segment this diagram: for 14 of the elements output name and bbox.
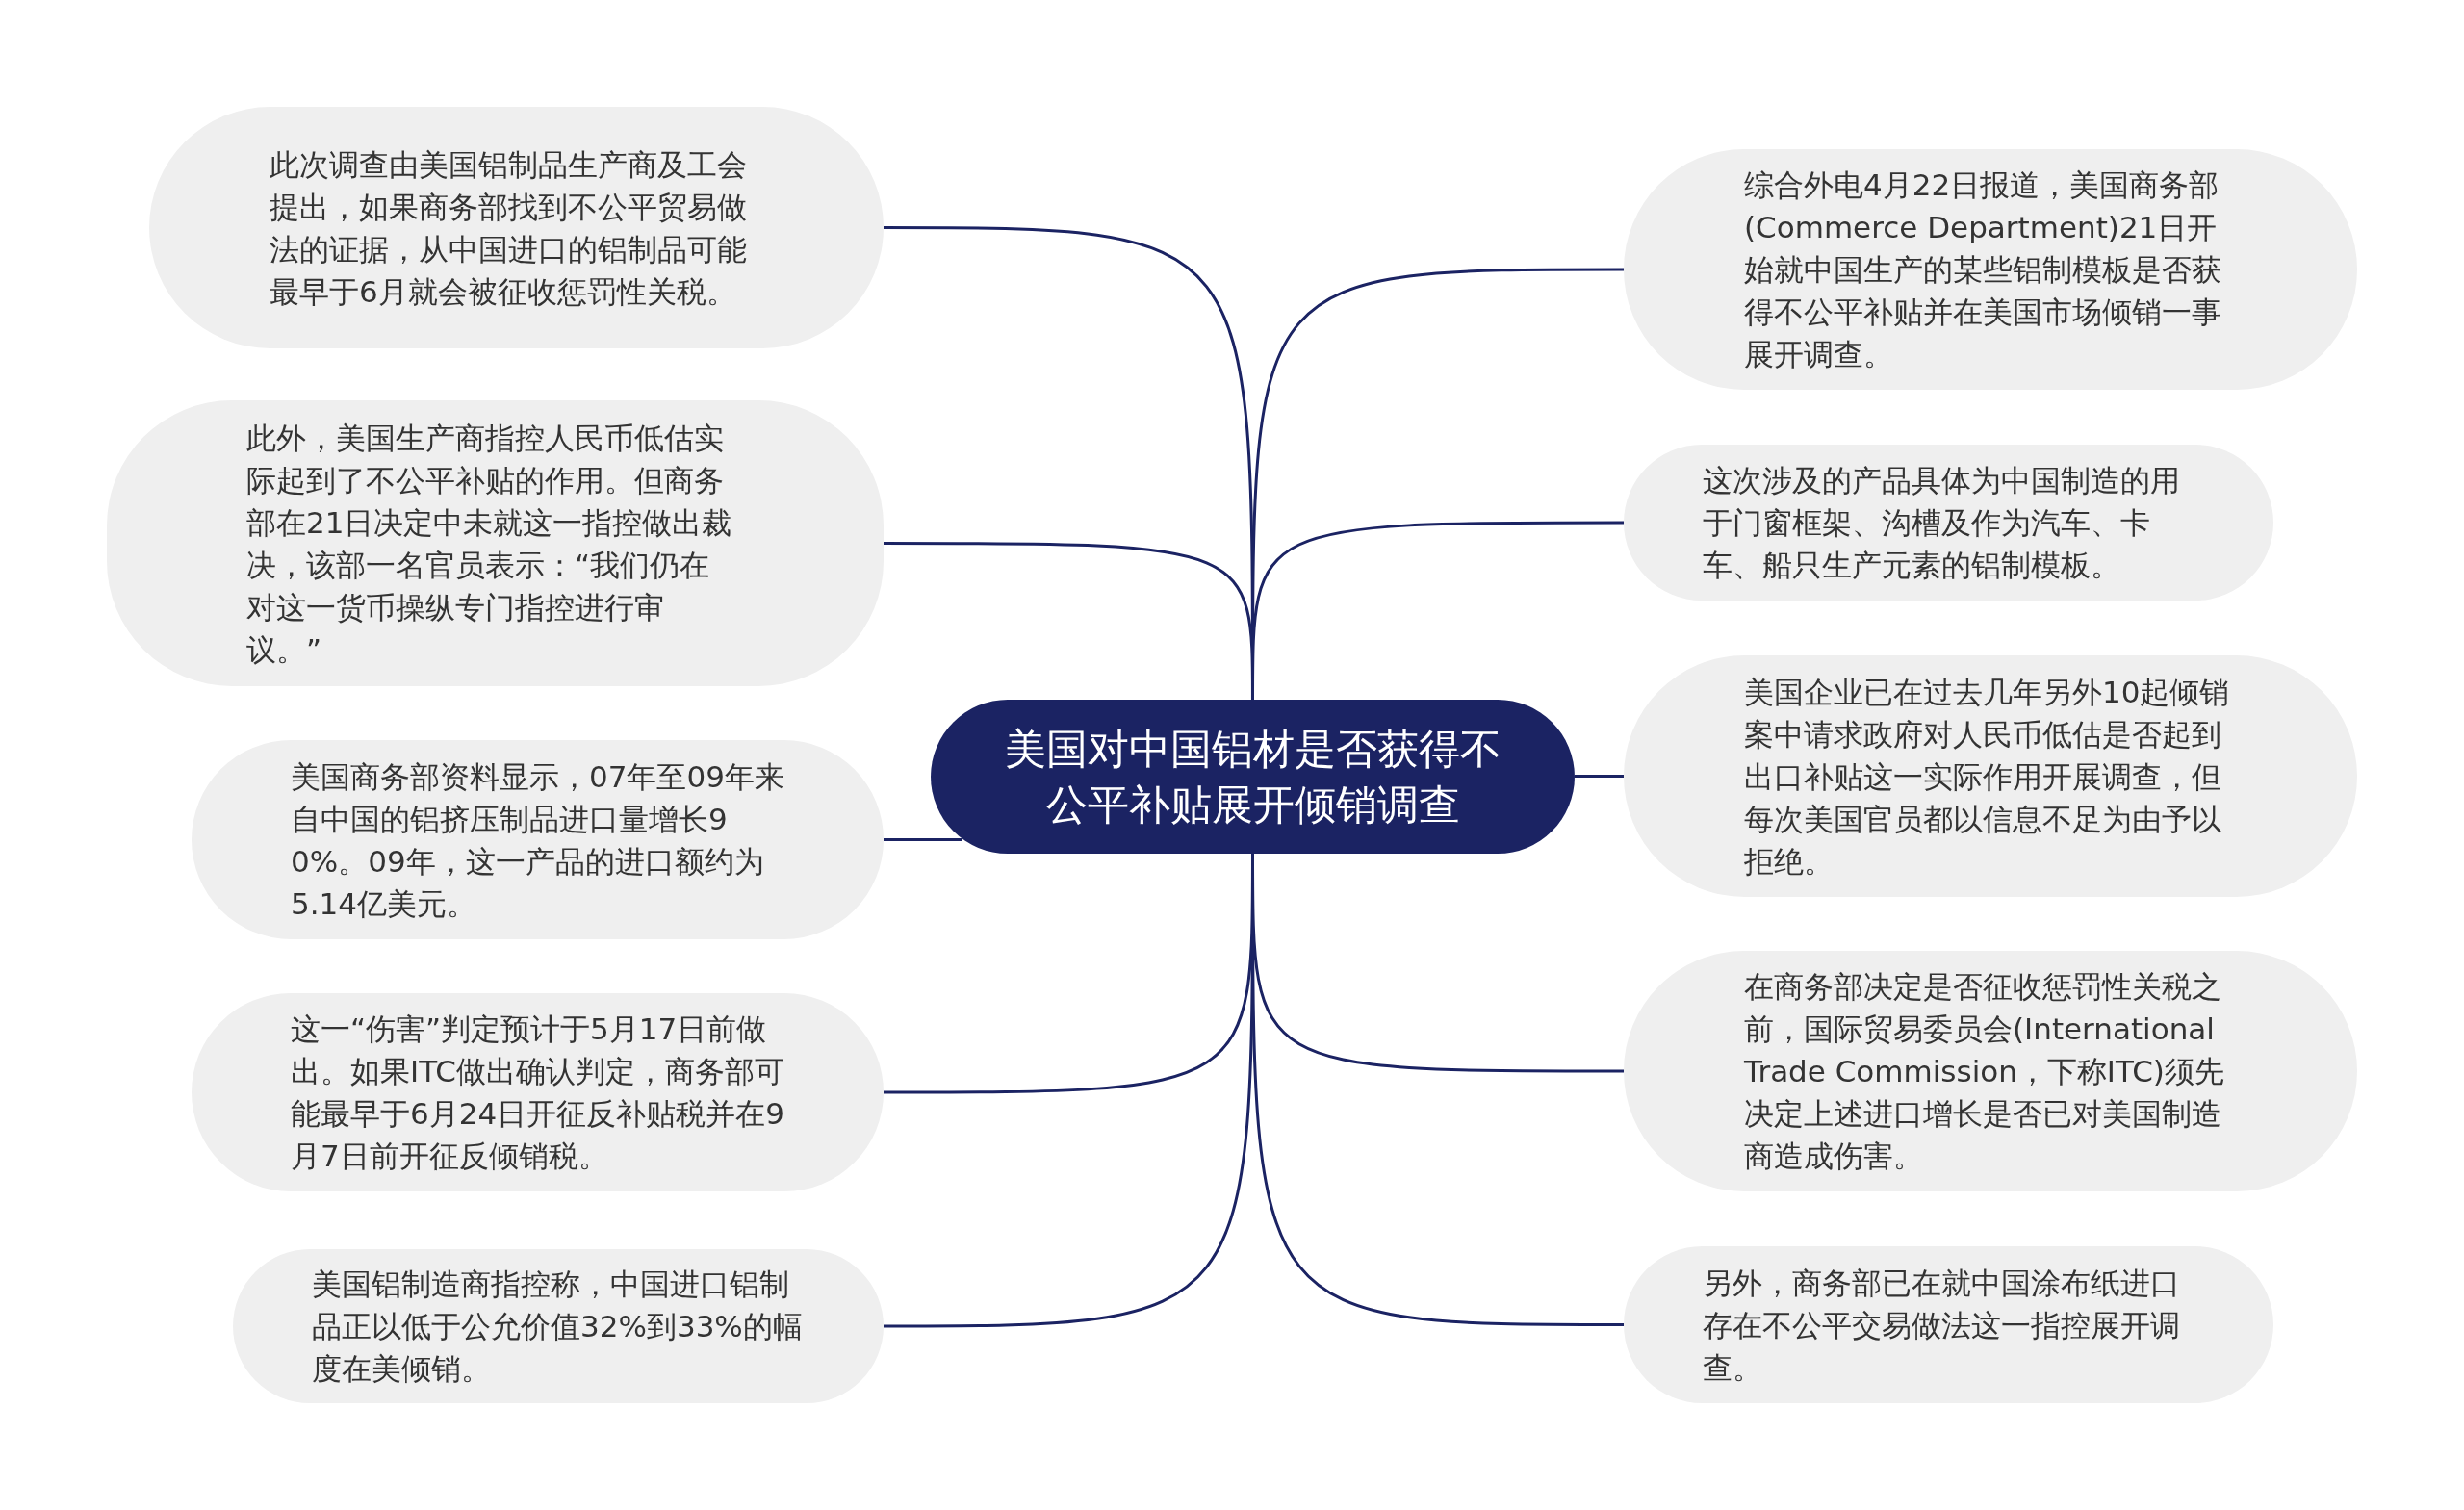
bubble-text: 美国铝制造商指控称，中国进口铝制品正以低于公允价值32%到33%的幅度在美倾销。 [312, 1266, 803, 1388]
connector-line [1575, 775, 1624, 778]
bubble-text: 此次调查由美国铝制品生产商及工会提出，如果商务部找到不公平贸易做法的证据，从中国进口的铝制品可能最早于6月就会被征收惩罚性关税。 [270, 145, 748, 311]
connector-line [1251, 521, 1624, 700]
bubble-text: 这次涉及的产品具体为中国制造的用于门窗框架、沟槽及作为汽车、卡车、船只生产元素的铝制模板。 [1703, 462, 2181, 584]
bubble-text: 综合外电4月22日报道，美国商务部(Commerce Department)21日开始就中国生产的某些铝制模板是否获得不公平补贴并在美国市场倾销一事展开调查。 [1744, 166, 2222, 373]
connector-line [884, 838, 962, 841]
bubble-text: 这一“伤害”判定预计于5月17日前做出。如果ITC做出确认判定，商务部可能最早于6月24日开征反补贴税并在9月7日前开征反倾销税。 [291, 1011, 785, 1175]
bubble-text: 此外，美国生产商指控人民币低估实际起到了不公平补贴的作用。但商务部在21日决定中未就这一指控做出裁决，该部一名官员表示：“我们仍在对这一货币操纵专门指控进行审议。” [246, 419, 733, 669]
bubble-text: 另外，商务部已在就中国涂布纸进口存在不公平交易做法这一指控展开调查。 [1703, 1264, 2181, 1387]
bubble-text: 美国企业已在过去几年另外10起倾销案中请求政府对人民币低估是否起到出口补贴这一实际作用开展调查，但每次美国官员都以信息不足为由予以拒绝。 [1744, 673, 2231, 881]
bubble-text: 在商务部决定是否征收惩罚性关税之前，国际贸易委员会(International Trade Commission，下称ITC)须先决定上述进口增长是否已对美国制造商造成伤害。 [1744, 968, 2225, 1175]
bubble-text: 美国商务部资料显示，07年至09年来自中国的铝挤压制品进口量增长90%。09年，这一产品的进口额约为5.14亿美元。 [291, 757, 785, 923]
central-topic-text: 美国对中国铝材是否获得不公平补贴展开倾销调查 [1003, 724, 1502, 831]
